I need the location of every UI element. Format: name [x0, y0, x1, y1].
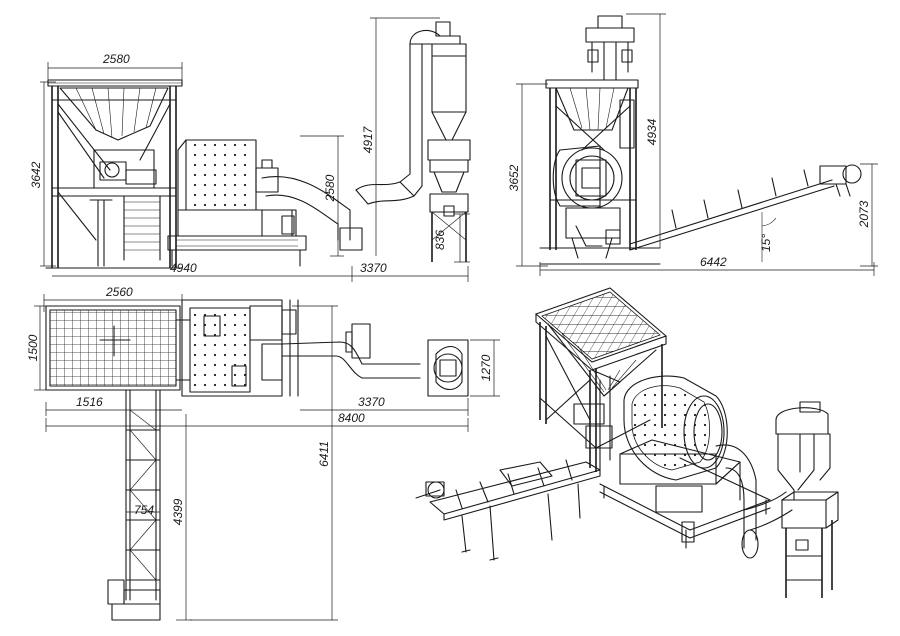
- dim-top-total-length: 8400: [45, 411, 469, 432]
- dim-side-mill-height: 2580: [300, 135, 344, 257]
- top-view: 2560 1500: [26, 285, 500, 621]
- dim-top-cyclone-width: 1270: [470, 339, 500, 397]
- dim-label: 15°: [759, 234, 773, 252]
- iso-view: [415, 287, 839, 598]
- dim-side-hopper-width: 2580: [47, 52, 183, 84]
- dim-side-duct-height: 4917: [361, 17, 440, 256]
- top-grid: [50, 310, 176, 386]
- top-grid-frame: [45, 305, 181, 391]
- dim-label: 2560: [105, 285, 133, 299]
- dim-label: 2073: [857, 200, 871, 228]
- iso-conveyor: [415, 459, 601, 561]
- dim-top-grid-offset: 1516: [45, 395, 182, 416]
- dim-label: 8400: [338, 411, 365, 425]
- hopper-frame: [45, 86, 183, 269]
- end-frame: [549, 88, 637, 250]
- iso-base-skid: [599, 457, 771, 549]
- dim-side-cyclone-support: 836: [433, 213, 470, 263]
- dim-label: 4940: [170, 261, 197, 275]
- mill-body: [167, 139, 307, 267]
- dim-label: 4399: [171, 498, 185, 525]
- dim-end-conveyor-length: 6442: [539, 255, 875, 276]
- dim-side-total-length: 4940: [52, 261, 353, 282]
- iso-cyclone: [775, 401, 839, 598]
- dim-label: 6442: [700, 255, 727, 269]
- top-conveyor-truss: [107, 389, 161, 621]
- top-mill: [175, 299, 299, 397]
- end-cyclone: [585, 15, 635, 149]
- dim-side-cyclone-offset: 3370: [352, 261, 469, 282]
- dim-label: 3642: [29, 161, 43, 188]
- end-view: 3652: [507, 13, 878, 276]
- end-hopper-grid: [545, 79, 639, 89]
- dim-end-frame-height: 3652: [507, 83, 548, 267]
- dim-label: 6411: [317, 441, 331, 467]
- dim-top-grid-depth: 1500: [26, 305, 50, 391]
- iso-duct: [715, 444, 793, 559]
- dim-top-total-depth: 6411: [190, 305, 338, 621]
- top-cyclone: [427, 339, 469, 397]
- dim-side-hopper-height: 3642: [29, 81, 56, 267]
- dim-end-conveyor-height: 2073: [857, 163, 878, 267]
- end-hopper: [555, 87, 629, 131]
- dim-label: 3370: [360, 261, 387, 275]
- end-mill-drum: [539, 145, 661, 265]
- dim-label: 1516: [76, 395, 103, 409]
- air-duct: [261, 43, 423, 251]
- dim-end-cyclone-height: 4934: [626, 13, 666, 248]
- dim-label: 4917: [361, 125, 375, 153]
- dim-label: 4934: [645, 118, 659, 145]
- dim-top-grid-width: 2560: [43, 285, 183, 312]
- dim-top-conveyor-length: 4399: [171, 414, 192, 621]
- side-view: 2580 3642: [29, 17, 471, 282]
- top-duct: [281, 323, 421, 379]
- dim-label: 2580: [323, 174, 337, 202]
- dim-label: 2580: [102, 52, 130, 66]
- dim-label: 3370: [358, 395, 385, 409]
- dim-label: 3652: [507, 164, 521, 191]
- iso-mill-drum: [619, 375, 741, 501]
- cyclone: [409, 21, 471, 262]
- dim-top-cyclone-offset: 3370: [300, 395, 469, 416]
- dim-label: 836: [433, 230, 447, 250]
- dim-label: 1500: [26, 334, 40, 361]
- end-conveyor: 15°: [629, 164, 862, 262]
- dim-label: 1270: [479, 354, 493, 381]
- hopper-grid: [47, 79, 183, 141]
- dim-label: 754: [134, 503, 154, 517]
- iso-hopper-grid: [541, 291, 661, 360]
- dim-top-conveyor-width: 754: [126, 503, 160, 517]
